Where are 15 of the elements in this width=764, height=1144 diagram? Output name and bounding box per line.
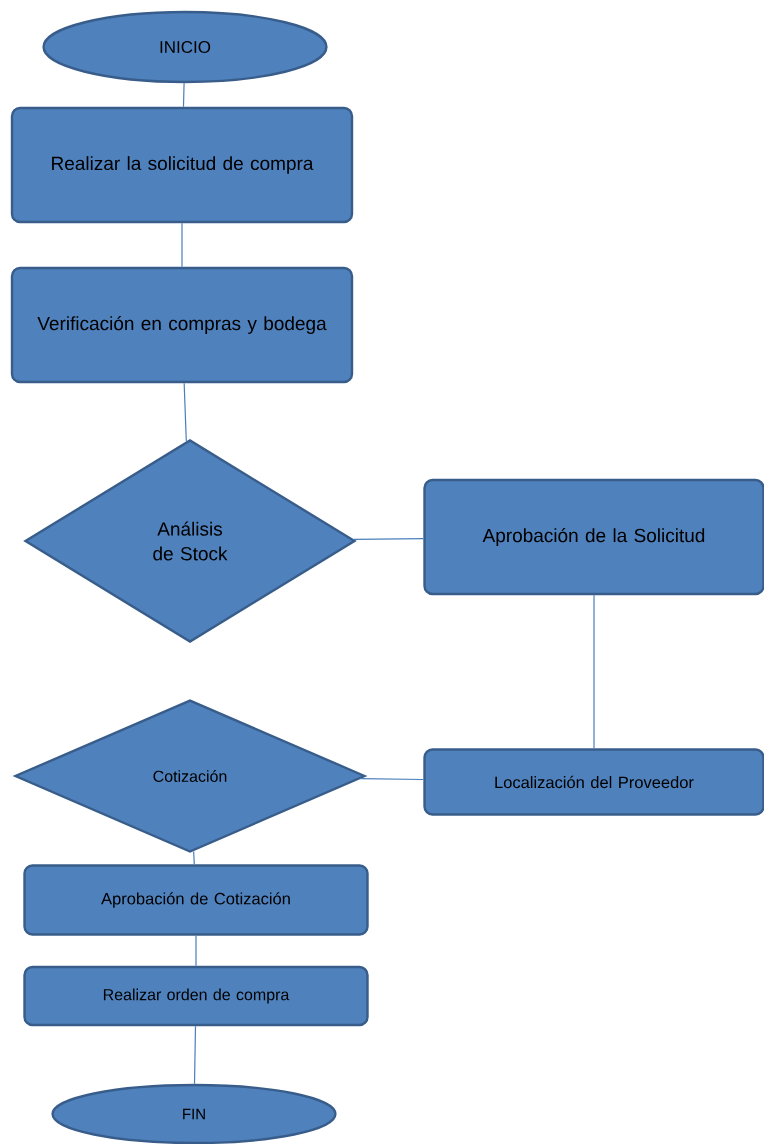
connector-line [182,82,185,108]
connector-line [359,777,424,781]
process-box: Verificación en compras y bodega [10,266,354,384]
process-box: Realizar orden de compra [23,965,369,1027]
connector-line [352,538,424,540]
connector-line [195,935,197,967]
process-box: Realizar la solicitud de compra [10,106,354,224]
connector-line [193,851,195,865]
process-box: Aprobación de Cotización [23,864,369,936]
process-box: Aprobación de la Solicitud [423,478,764,596]
process-box: Localización del Proveedor [423,748,764,816]
connector-line [193,1025,197,1085]
connector-line [181,222,183,268]
connector-line [593,594,595,749]
connector-line [183,382,187,442]
